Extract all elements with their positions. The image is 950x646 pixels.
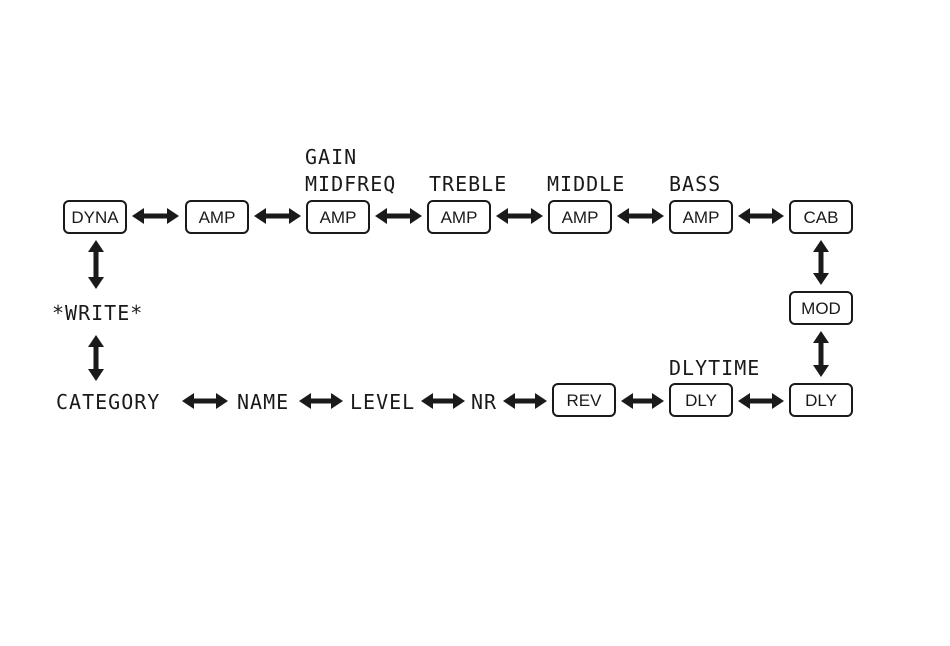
arrow-level-nr xyxy=(421,393,465,409)
module-dly-2-label: DLY xyxy=(805,391,837,410)
module-amp-1-label: AMP xyxy=(199,208,236,227)
lcd-category: CATEGORY xyxy=(56,390,160,414)
arrow-dyna-amp1 xyxy=(132,208,179,224)
module-mod: MOD xyxy=(790,292,852,324)
module-amp-1: AMP xyxy=(186,201,248,233)
arrow-dyna-write xyxy=(88,240,104,289)
arrow-nr-rev xyxy=(503,393,547,409)
module-dly-2: DLY xyxy=(790,384,852,416)
arrow-rev-dly1 xyxy=(621,393,664,409)
lcd-write: *WRITE* xyxy=(52,301,143,325)
module-rev: REV xyxy=(553,384,615,416)
lcd-level: LEVEL xyxy=(350,390,415,414)
arrow-mod-dly2 xyxy=(813,331,829,377)
module-amp-3: AMP xyxy=(428,201,490,233)
param-gain: GAIN xyxy=(305,145,357,169)
arrow-amp1-amp2 xyxy=(254,208,301,224)
param-middle: MIDDLE xyxy=(547,172,625,196)
arrow-write-category xyxy=(88,335,104,381)
param-bass: BASS xyxy=(669,172,721,196)
module-dly-1: DLY xyxy=(670,384,732,416)
module-amp-5-label: AMP xyxy=(683,208,720,227)
param-midfreq: MIDFREQ xyxy=(305,172,396,196)
arrow-dly1-dly2 xyxy=(738,393,784,409)
arrow-amp3-amp4 xyxy=(496,208,543,224)
module-amp-5: AMP xyxy=(670,201,732,233)
param-dlytime: DLYTIME xyxy=(669,356,760,380)
module-rev-label: REV xyxy=(567,391,603,410)
arrow-name-level xyxy=(299,393,343,409)
lcd-nr: NR xyxy=(471,390,497,414)
module-amp-2-label: AMP xyxy=(320,208,357,227)
lcd-name: NAME xyxy=(237,390,289,414)
module-mod-label: MOD xyxy=(801,299,841,318)
module-cab: CAB xyxy=(790,201,852,233)
module-amp-4-label: AMP xyxy=(562,208,599,227)
module-amp-3-label: AMP xyxy=(441,208,478,227)
arrow-amp2-amp3 xyxy=(375,208,422,224)
arrow-amp5-cab xyxy=(738,208,784,224)
arrow-amp4-amp5 xyxy=(617,208,664,224)
arrow-cab-mod xyxy=(813,240,829,285)
module-amp-2: AMP xyxy=(307,201,369,233)
module-amp-4: AMP xyxy=(549,201,611,233)
param-treble: TREBLE xyxy=(429,172,507,196)
module-dyna: DYNA xyxy=(64,201,126,233)
module-cab-label: CAB xyxy=(804,208,839,227)
arrow-category-name xyxy=(182,393,228,409)
module-dyna-label: DYNA xyxy=(71,208,119,227)
module-dly-1-label: DLY xyxy=(685,391,717,410)
